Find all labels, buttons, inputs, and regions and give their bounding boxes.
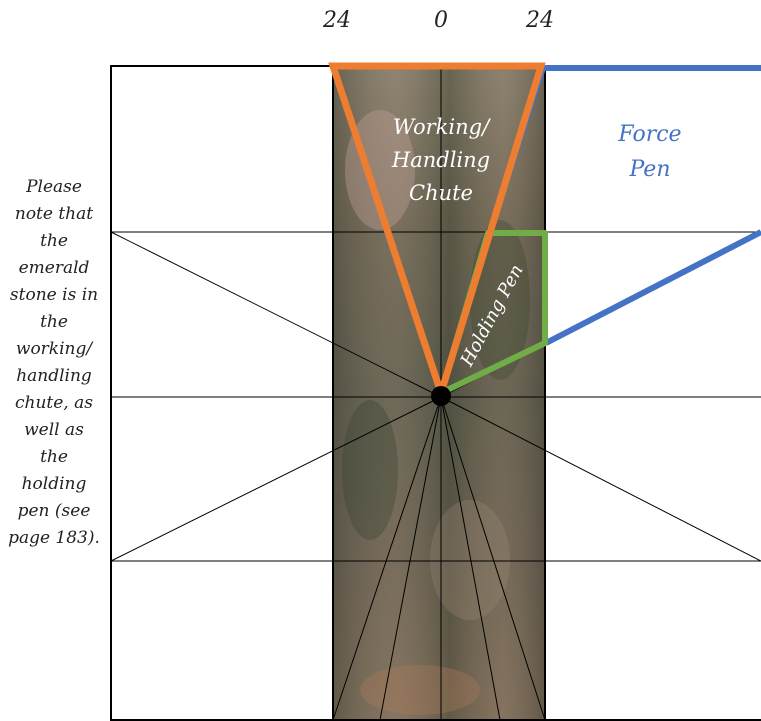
force-pen-label: Force Pen <box>617 122 681 182</box>
working-chute-label: Working/ Handling Chute <box>391 115 491 205</box>
svg-text:Chute: Chute <box>409 181 473 205</box>
scale-label-right: 24 <box>526 8 554 33</box>
side-note: Please note that the emerald stone is in… <box>8 177 100 548</box>
svg-text:Pen: Pen <box>628 157 670 182</box>
radial-lines <box>110 231 761 721</box>
scale-label-center: 0 <box>434 8 448 33</box>
scale-label-left: 24 <box>323 8 351 33</box>
center-point <box>431 386 451 406</box>
force-pen-lower-edge <box>544 229 761 346</box>
svg-text:Working/: Working/ <box>393 115 491 139</box>
svg-text:Handling: Handling <box>391 148 490 172</box>
svg-text:Force: Force <box>617 122 681 147</box>
working-chute-outline <box>328 62 546 405</box>
